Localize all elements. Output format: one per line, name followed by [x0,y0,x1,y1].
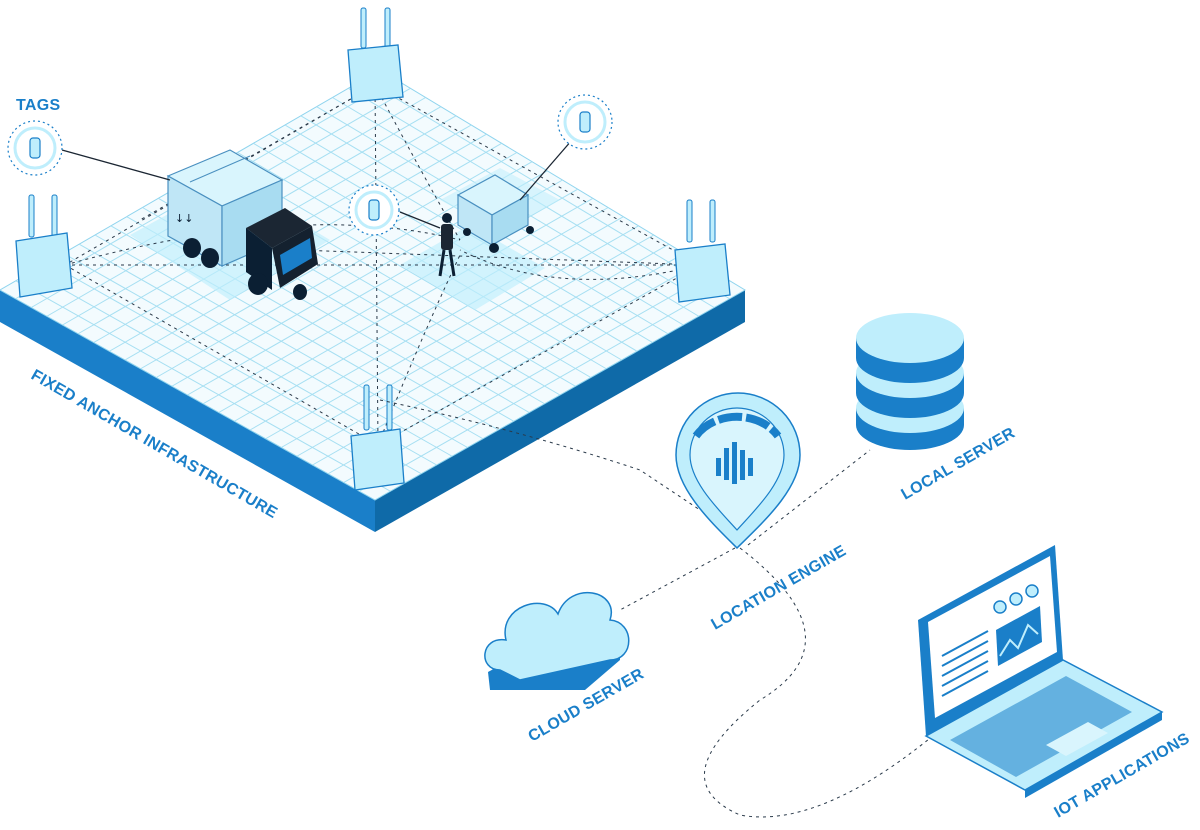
anchor-icon [675,200,730,302]
location-pin-icon [676,393,800,548]
tag-icon [558,95,612,149]
cloud-icon [485,593,629,690]
tags-label: TAGS [16,97,60,114]
database-icon [856,313,964,450]
anchor-icon [16,195,72,297]
svg-text:↓↓: ↓↓ [175,212,193,225]
anchor-icon [348,8,403,102]
laptop-icon [918,545,1162,798]
tag-icon [349,185,399,235]
location-engine-label: LOCATION ENGINE [709,542,850,633]
tag-icon [8,121,62,175]
